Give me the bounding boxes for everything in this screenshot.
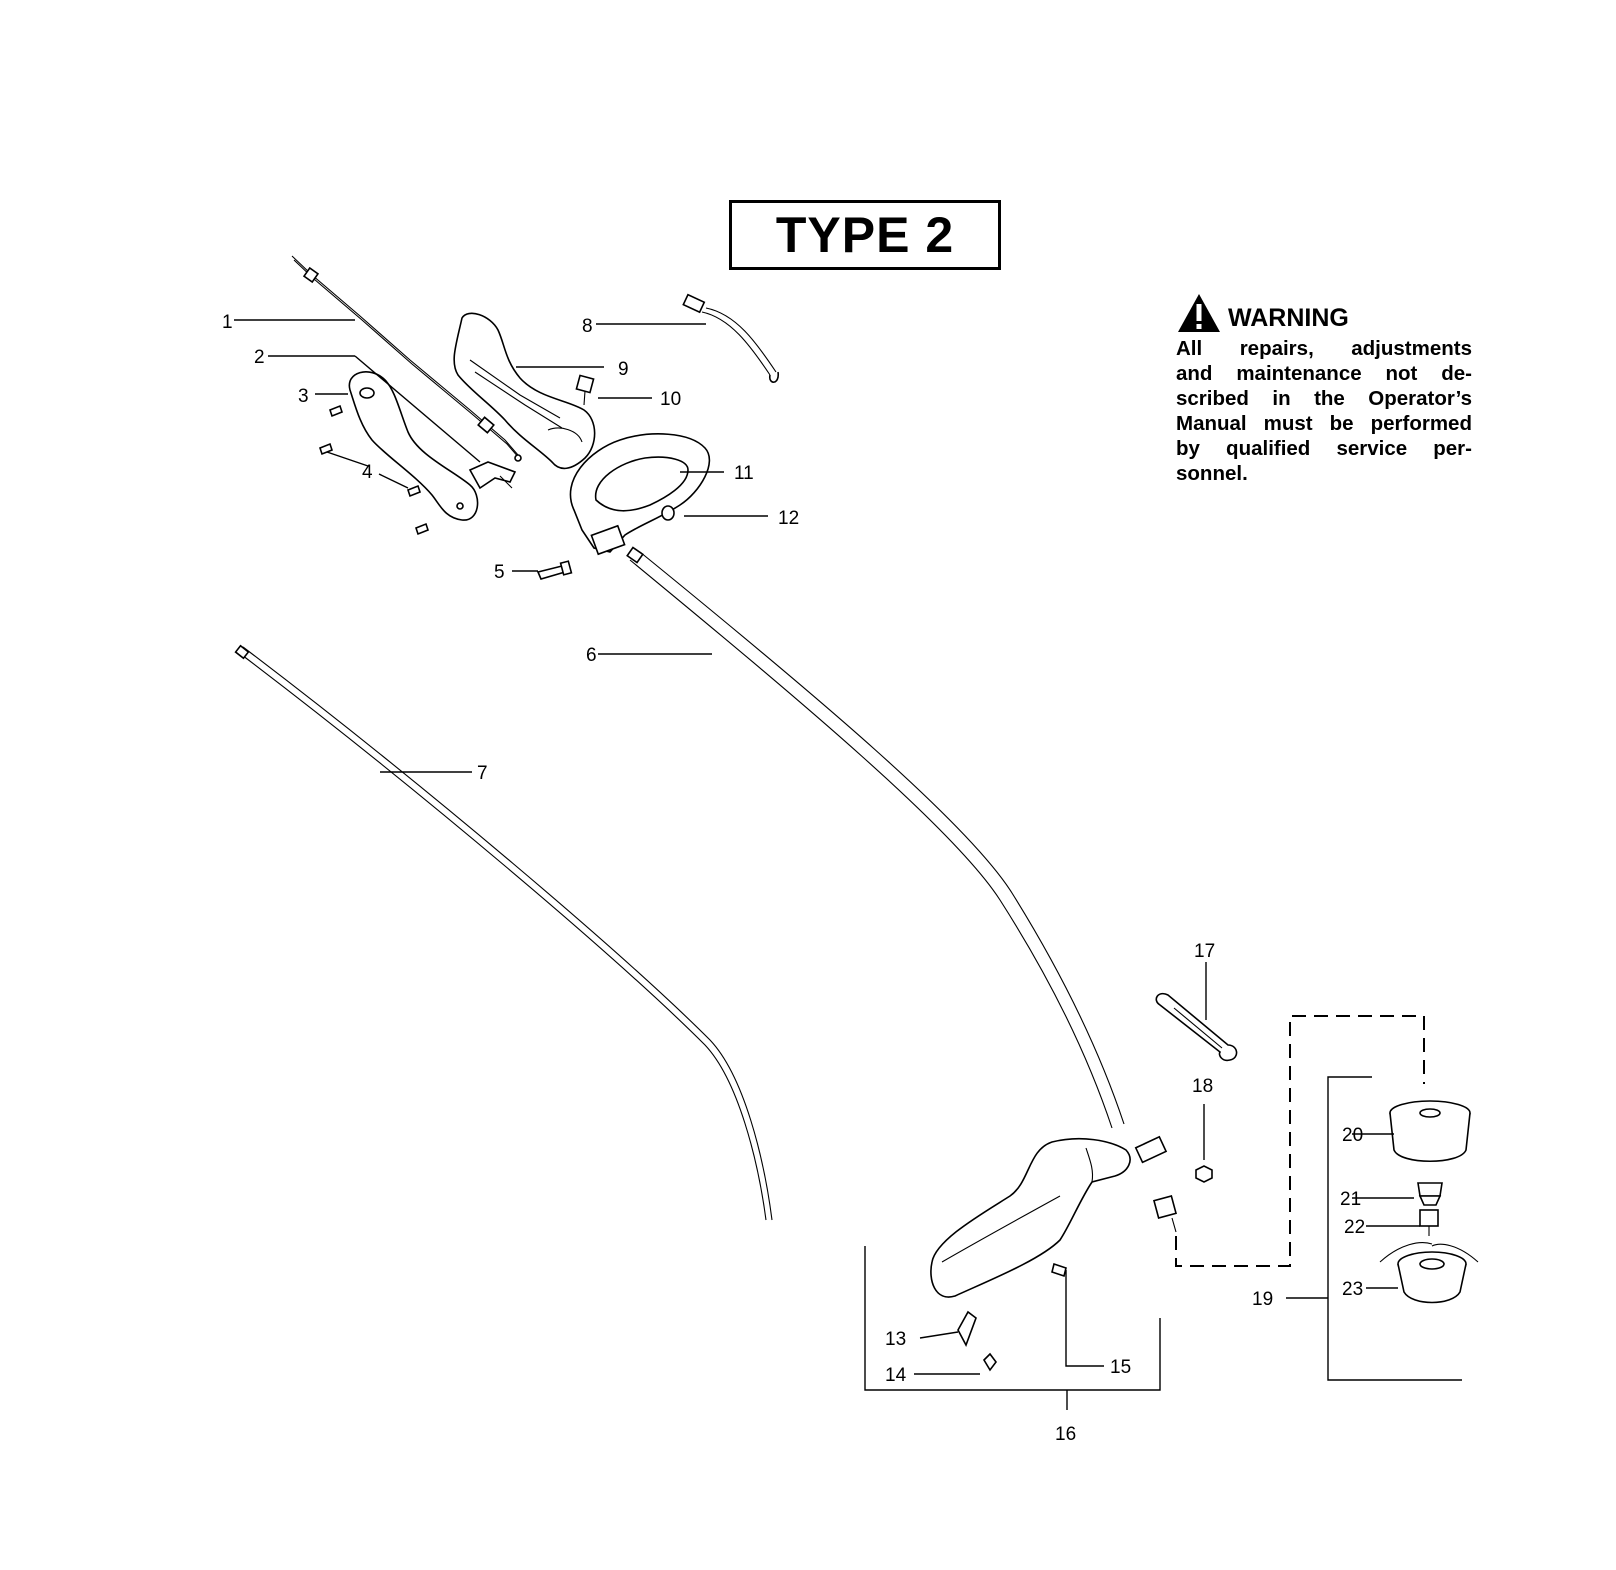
warning-title: WARNING bbox=[1228, 303, 1349, 332]
warning-word: in bbox=[1272, 387, 1291, 410]
callout-9: 9 bbox=[618, 359, 629, 380]
callout-23: 23 bbox=[1342, 1279, 1363, 1300]
callout-5: 5 bbox=[494, 562, 505, 583]
warning-word: per- bbox=[1433, 437, 1472, 460]
warning-word: Manual bbox=[1176, 412, 1247, 435]
callout-10: 10 bbox=[660, 389, 681, 410]
callout-3: 3 bbox=[298, 386, 309, 407]
hex-nut bbox=[1195, 1165, 1213, 1183]
warning-word: maintenance bbox=[1236, 362, 1362, 385]
warning-word: be bbox=[1329, 412, 1354, 435]
warning-word: must bbox=[1263, 412, 1313, 435]
callout-6: 6 bbox=[586, 645, 597, 666]
callout-12: 12 bbox=[778, 508, 799, 529]
callout-22: 22 bbox=[1344, 1217, 1365, 1238]
ground-wire bbox=[682, 293, 779, 383]
throttle-trigger bbox=[468, 461, 517, 490]
callout-8: 8 bbox=[582, 316, 593, 337]
dashed-assembly-lines bbox=[1175, 1015, 1425, 1267]
deflector-shield bbox=[930, 1135, 1178, 1298]
callout-18: 18 bbox=[1192, 1076, 1213, 1097]
handle-bolt bbox=[536, 560, 573, 580]
callout-15: 15 bbox=[1110, 1357, 1131, 1378]
loop-handle bbox=[569, 433, 711, 556]
callout-11: 11 bbox=[734, 463, 754, 484]
handle-knob bbox=[661, 505, 675, 521]
callout-21: 21 bbox=[1340, 1189, 1361, 1210]
warning-line: by qualified service per- bbox=[1176, 436, 1472, 461]
warning-word: repairs, bbox=[1239, 337, 1314, 360]
warning-word: by bbox=[1176, 437, 1200, 460]
bracket-19 bbox=[1327, 1076, 1462, 1381]
warning-word: and bbox=[1176, 362, 1213, 385]
warning-line: sonnel. bbox=[1176, 461, 1472, 486]
warning-line: and maintenance not de- bbox=[1176, 361, 1472, 386]
warning-word: de- bbox=[1441, 362, 1472, 385]
warning-word: the bbox=[1314, 387, 1345, 410]
callout-20: 20 bbox=[1342, 1125, 1363, 1146]
shield-hardware bbox=[957, 1262, 1067, 1372]
bracket-16 bbox=[864, 1246, 1161, 1410]
warning-word: All bbox=[1176, 337, 1203, 360]
warning-word: Operator’s bbox=[1368, 387, 1472, 410]
warning-word: scribed bbox=[1176, 387, 1249, 410]
handle-housing-right bbox=[453, 312, 596, 470]
flex-drive-shaft bbox=[234, 644, 773, 1221]
callout-19: 19 bbox=[1252, 1289, 1273, 1310]
warning-word: adjustments bbox=[1351, 337, 1472, 360]
warning-header: WARNING bbox=[1176, 290, 1472, 336]
callout-2: 2 bbox=[254, 347, 265, 368]
callout-4: 4 bbox=[362, 462, 373, 483]
callout-16: 16 bbox=[1055, 1424, 1076, 1445]
screws bbox=[319, 404, 429, 536]
callout-17: 17 bbox=[1194, 941, 1215, 962]
trimmer-head bbox=[1379, 1100, 1479, 1304]
shaft-housing-tube bbox=[626, 546, 1125, 1129]
warning-line: All repairs, adjustments bbox=[1176, 336, 1472, 361]
callout-labels: 1 2 3 4 5 6 7 8 9 10 11 12 13 14 15 16 1… bbox=[222, 312, 1365, 1445]
warning-word: performed bbox=[1370, 412, 1472, 435]
handle-housing-left bbox=[348, 371, 479, 521]
warning-triangle-icon bbox=[1178, 294, 1220, 332]
callout-13: 13 bbox=[885, 1329, 906, 1350]
warning-word: service bbox=[1336, 437, 1408, 460]
callout-1: 1 bbox=[222, 312, 233, 333]
callout-7: 7 bbox=[477, 763, 488, 784]
spanner-wrench bbox=[1155, 992, 1238, 1062]
leader-lines bbox=[234, 319, 1420, 1375]
warning-word: not bbox=[1385, 362, 1418, 385]
warning-word: qualified bbox=[1226, 437, 1311, 460]
warning-word: sonnel. bbox=[1176, 462, 1248, 485]
warning-notice: WARNING All repairs, adjustments and mainten… bbox=[1176, 290, 1472, 486]
callout-14: 14 bbox=[885, 1365, 907, 1386]
throttle-cable bbox=[291, 255, 522, 462]
page-title: TYPE 2 bbox=[729, 200, 1001, 270]
